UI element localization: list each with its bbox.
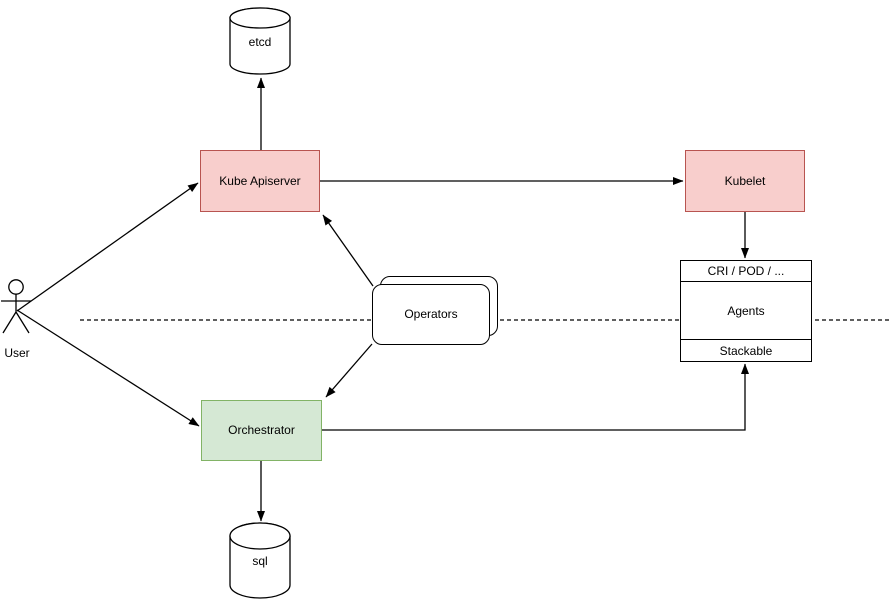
etcd-label: etcd	[248, 35, 272, 49]
operators-label: Operators	[404, 307, 458, 322]
edge-user-to-kube-apiserver	[16, 182, 199, 312]
node-orchestrator: Orchestrator	[201, 400, 322, 461]
agents-section-agents: Agents	[681, 282, 811, 339]
orchestrator-label: Orchestrator	[228, 423, 295, 438]
node-kubelet: Kubelet	[685, 150, 805, 212]
node-agents-stack: CRI / POD / ... Agents Stackable	[680, 260, 812, 362]
kubelet-label: Kubelet	[724, 173, 766, 188]
agents-section-stackable: Stackable	[681, 339, 811, 361]
kube-apiserver-label: Kube Apiserver	[219, 173, 301, 188]
sql-cylinder-shape	[229, 522, 291, 599]
user-label: User	[4, 346, 30, 360]
edge-operators-to-kube-apiserver	[322, 214, 374, 287]
sql-label: sql	[252, 554, 268, 568]
edge-operators-to-orchestrator	[325, 343, 373, 398]
cri-pod-label: CRI / POD / ...	[707, 264, 785, 278]
etcd-cylinder-shape	[229, 7, 291, 75]
agents-label: Agents	[727, 303, 765, 318]
agents-section-cri-pod: CRI / POD / ...	[681, 261, 811, 282]
node-kube-apiserver: Kube Apiserver	[200, 150, 320, 212]
node-operators: Operators	[372, 284, 490, 345]
user-actor-icon	[1, 279, 31, 334]
edge-user-to-orchestrator	[16, 309, 200, 427]
stackable-label: Stackable	[719, 343, 773, 358]
edge-orchestrator-to-stackable	[322, 363, 749, 431]
